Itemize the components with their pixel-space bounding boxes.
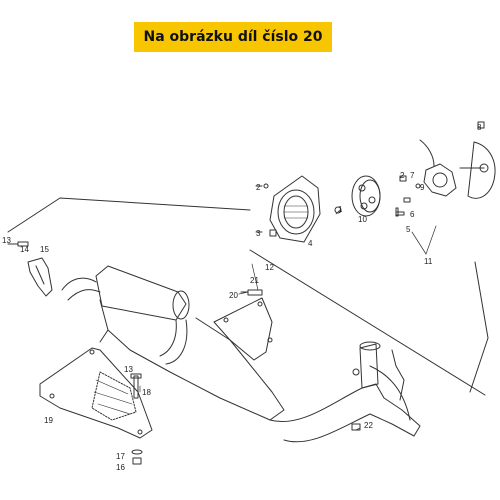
callout-2: 2 [256, 183, 261, 192]
callout-22: 22 [364, 421, 373, 430]
backing-disc [459, 121, 496, 199]
callout-10: 10 [358, 215, 367, 224]
callout-18: 18 [142, 388, 151, 397]
callout-3: 3 [256, 229, 261, 238]
callout-12: 12 [265, 263, 274, 272]
callout-21: 21 [250, 276, 259, 285]
callout-1: 1 [338, 205, 343, 214]
fasteners-lower [7, 241, 361, 465]
flywheel-rotor [334, 175, 381, 217]
callout-7: 7 [410, 171, 415, 180]
header-pipe [269, 341, 421, 443]
banner-text: Na obrázku díl číslo 20 [143, 29, 323, 45]
callout-13: 13 [2, 236, 11, 245]
leader-lines [139, 209, 437, 431]
callout-14: 14 [20, 245, 29, 254]
callout-20: 20 [229, 291, 238, 300]
callout-15: 15 [40, 245, 49, 254]
frame-lines [7, 197, 489, 396]
callout-9: 9 [420, 183, 425, 192]
callout-5: 5 [406, 225, 411, 234]
callout-6: 6 [410, 210, 415, 219]
flywheel-cover [263, 175, 321, 243]
callout-19: 19 [44, 416, 53, 425]
front-pipe-clamp [27, 257, 53, 297]
callout-4: 4 [308, 239, 313, 248]
callout-11: 11 [424, 257, 433, 266]
part-number-banner: Na obrázku díl číslo 20 [134, 22, 332, 52]
callout-2: 2 [400, 171, 405, 180]
heat-shield [39, 347, 153, 439]
callout-17: 17 [116, 452, 125, 461]
callout-13: 13 [124, 365, 133, 374]
fasteners-upper [255, 175, 411, 233]
callout-16: 16 [116, 463, 125, 472]
muffler [61, 265, 285, 421]
callout-8: 8 [477, 123, 482, 132]
stator-plate [415, 139, 457, 197]
callout-labels: 1 2 2 3 4 5 6 7 8 9 10 11 12 13 13 14 15… [2, 123, 482, 472]
